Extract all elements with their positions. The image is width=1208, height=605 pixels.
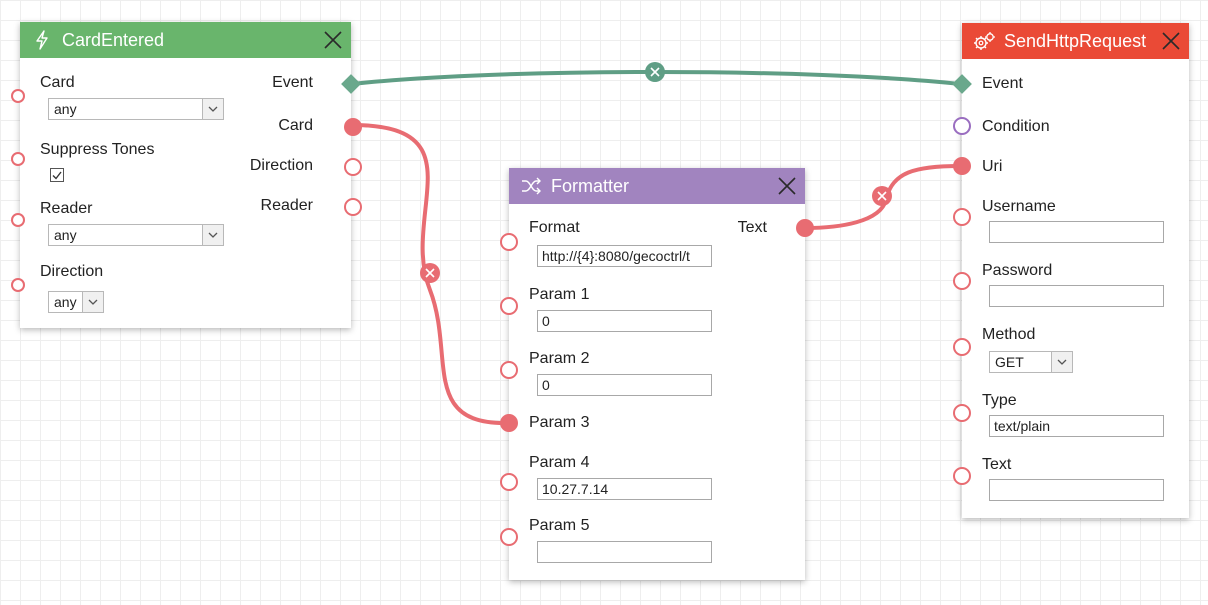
event-input-label: Event <box>982 75 1023 92</box>
param2-label: Param 2 <box>529 350 590 367</box>
type-label: Type <box>982 392 1017 409</box>
node-title: SendHttpRequest <box>1004 30 1147 51</box>
card-output-label: Card <box>278 117 313 134</box>
format-input-port[interactable] <box>500 233 518 251</box>
param4-input-port[interactable] <box>500 473 518 491</box>
reader-output-port[interactable] <box>344 198 362 216</box>
param5-label: Param 5 <box>529 517 590 534</box>
close-icon[interactable] <box>1153 23 1189 59</box>
direction-input-port[interactable] <box>11 278 25 292</box>
text-label: Text <box>982 456 1012 473</box>
text-field[interactable] <box>989 479 1164 501</box>
text-input-port[interactable] <box>953 467 971 485</box>
param1-field[interactable]: 0 <box>537 310 712 332</box>
reader-input-port[interactable] <box>11 213 25 227</box>
event-output-label: Event <box>272 74 313 91</box>
formatter-node[interactable]: Formatter Format http://{4}:8080/gecoctr… <box>500 168 814 580</box>
param5-field[interactable] <box>537 541 712 563</box>
node-title: Formatter <box>551 175 630 196</box>
method-select[interactable]: GET <box>989 351 1073 373</box>
method-input-port[interactable] <box>953 338 971 356</box>
param2-input-port[interactable] <box>500 361 518 379</box>
uri-label: Uri <box>982 158 1003 175</box>
direction-input-label: Direction <box>40 263 104 280</box>
chevron-down-icon <box>202 99 223 119</box>
send-http-request-header[interactable]: SendHttpRequest <box>962 23 1189 59</box>
chevron-down-icon <box>202 225 223 245</box>
card-entered-header[interactable]: CardEntered <box>20 22 351 58</box>
param3-label: Param 3 <box>529 414 590 431</box>
lightning-icon <box>28 26 56 54</box>
shuffle-icon <box>517 172 545 200</box>
password-input-port[interactable] <box>953 272 971 290</box>
reader-select[interactable]: any <box>48 224 224 246</box>
username-input-port[interactable] <box>953 208 971 226</box>
gears-icon <box>970 27 998 55</box>
close-icon[interactable] <box>769 168 805 204</box>
method-label: Method <box>982 326 1036 343</box>
event-output-port[interactable] <box>341 74 361 94</box>
text-wire-delete-button[interactable] <box>872 186 892 206</box>
chevron-down-icon <box>82 292 103 312</box>
reader-input-label: Reader <box>40 200 93 217</box>
password-field[interactable] <box>989 285 1164 307</box>
card-input-label: Card <box>40 74 75 91</box>
reader-output-label: Reader <box>260 197 313 214</box>
suppress-tones-checkbox[interactable] <box>50 168 64 182</box>
text-output-label: Text <box>737 219 767 236</box>
event-input-port[interactable] <box>952 74 972 94</box>
node-title: CardEntered <box>62 29 165 50</box>
card-output-port[interactable] <box>344 118 362 136</box>
condition-input-port[interactable] <box>953 117 971 135</box>
card-wire-delete-button[interactable] <box>420 263 440 283</box>
param1-input-port[interactable] <box>500 297 518 315</box>
password-label: Password <box>982 262 1053 279</box>
card-input-port[interactable] <box>11 89 25 103</box>
param1-label: Param 1 <box>529 286 590 303</box>
event-wire-delete-button[interactable] <box>645 62 665 82</box>
condition-label: Condition <box>982 118 1050 135</box>
direction-select[interactable]: any <box>48 291 104 313</box>
param5-input-port[interactable] <box>500 528 518 546</box>
suppress-tones-label: Suppress Tones <box>40 141 155 158</box>
type-field[interactable]: text/plain <box>989 415 1164 437</box>
card-entered-node[interactable]: CardEntered Card any Suppress Tones Read… <box>11 22 362 328</box>
format-label: Format <box>529 219 580 236</box>
param3-input-port[interactable] <box>500 414 518 432</box>
direction-output-label: Direction <box>249 157 313 174</box>
send-http-request-node[interactable]: SendHttpRequest Event Condition Uri User… <box>952 23 1189 518</box>
username-field[interactable] <box>989 221 1164 243</box>
type-input-port[interactable] <box>953 404 971 422</box>
username-label: Username <box>982 198 1056 215</box>
close-icon[interactable] <box>315 22 351 58</box>
suppress-tones-input-port[interactable] <box>11 152 25 166</box>
chevron-down-icon <box>1051 352 1072 372</box>
param4-label: Param 4 <box>529 454 590 471</box>
uri-input-port[interactable] <box>953 157 971 175</box>
format-field[interactable]: http://{4}:8080/gecoctrl/t <box>537 245 712 267</box>
formatter-header[interactable]: Formatter <box>509 168 805 204</box>
param2-field[interactable]: 0 <box>537 374 712 396</box>
direction-output-port[interactable] <box>344 158 362 176</box>
param4-field[interactable]: 10.27.7.14 <box>537 478 712 500</box>
text-output-port[interactable] <box>796 219 814 237</box>
card-select[interactable]: any <box>48 98 224 120</box>
